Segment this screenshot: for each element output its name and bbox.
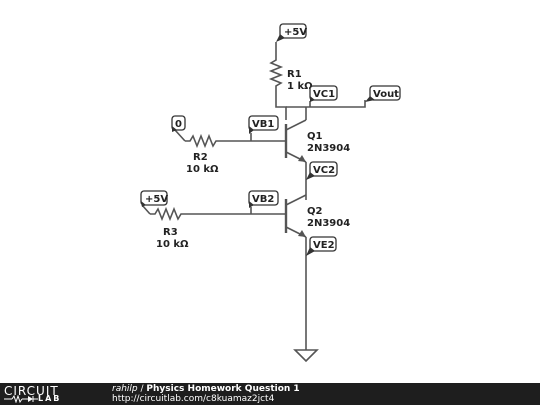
wire-5v-r3 xyxy=(141,204,151,215)
net-tag-vout[interactable]: Vout xyxy=(365,85,401,102)
circuit-title[interactable]: Physics Homework Question 1 xyxy=(146,384,300,394)
label-r3-name: R3 xyxy=(163,227,178,238)
label-r2-value: 10 kΩ xyxy=(186,164,219,175)
svg-text:VB2: VB2 xyxy=(252,194,274,205)
footer-separator: / xyxy=(137,384,147,394)
wire-r1-q1-collector xyxy=(275,92,287,120)
net-tag-vc1[interactable]: VC1 xyxy=(309,85,338,102)
label-r3-value: 10 kΩ xyxy=(156,239,189,250)
net-tag-vc2[interactable]: VC2 xyxy=(306,161,338,180)
svg-text:VB1: VB1 xyxy=(252,119,274,130)
label-q2-name: Q2 xyxy=(307,206,323,217)
circuit-schematic: R1 1 kΩ Q1 2N3904 R2 10 kΩ Q2 2N3904 R3 … xyxy=(140,23,401,363)
label-r2-name: R2 xyxy=(193,152,208,163)
label-r1-value: 1 kΩ xyxy=(287,81,313,92)
svg-text:+5V: +5V xyxy=(284,27,307,38)
ground-symbol xyxy=(293,349,319,363)
transistor-q1[interactable] xyxy=(284,107,307,163)
net-tag-input-zero[interactable]: 0 xyxy=(171,115,186,132)
footer-author-title: rahilp / Physics Homework Question 1 xyxy=(112,384,300,394)
net-tag-vcc-top[interactable]: +5V xyxy=(276,23,307,42)
svg-text:VE2: VE2 xyxy=(313,240,335,251)
resistor-r1[interactable] xyxy=(268,55,284,92)
net-tag-vb2[interactable]: VB2 xyxy=(248,190,279,208)
logo-circuit-icon xyxy=(4,395,38,403)
wire-vc1-vout xyxy=(286,100,366,108)
footer-bar: CIRCUIT LAB rahilp / Physics Homework Qu… xyxy=(0,383,540,405)
logo-text-lab: LAB xyxy=(38,394,62,403)
circuitlab-logo: CIRCUIT LAB xyxy=(4,383,94,405)
label-q1-name: Q1 xyxy=(307,131,323,142)
label-q2-part: 2N3904 xyxy=(307,218,350,229)
wire-zero-r2 xyxy=(174,129,186,142)
svg-text:0: 0 xyxy=(175,119,182,130)
svg-text:VC2: VC2 xyxy=(313,165,335,176)
logo-text-circuit: CIRCUIT xyxy=(4,384,59,398)
net-tag-input-5v[interactable]: +5V xyxy=(140,190,168,207)
svg-text:VC1: VC1 xyxy=(313,89,335,100)
resistor-r2[interactable] xyxy=(185,133,245,149)
net-tag-ve2[interactable]: VE2 xyxy=(306,236,337,256)
label-q1-part: 2N3904 xyxy=(307,143,350,154)
author-link[interactable]: rahilp xyxy=(112,384,138,394)
transistor-q2[interactable] xyxy=(284,194,307,238)
net-tag-vb1[interactable]: VB1 xyxy=(248,115,279,134)
label-r1-name: R1 xyxy=(287,69,302,80)
circuit-url[interactable]: http://circuitlab.com/c8kuamaz2jct4 xyxy=(112,394,275,404)
resistor-r3[interactable] xyxy=(150,206,215,222)
svg-text:Vout: Vout xyxy=(373,89,399,100)
svg-text:+5V: +5V xyxy=(145,194,168,205)
